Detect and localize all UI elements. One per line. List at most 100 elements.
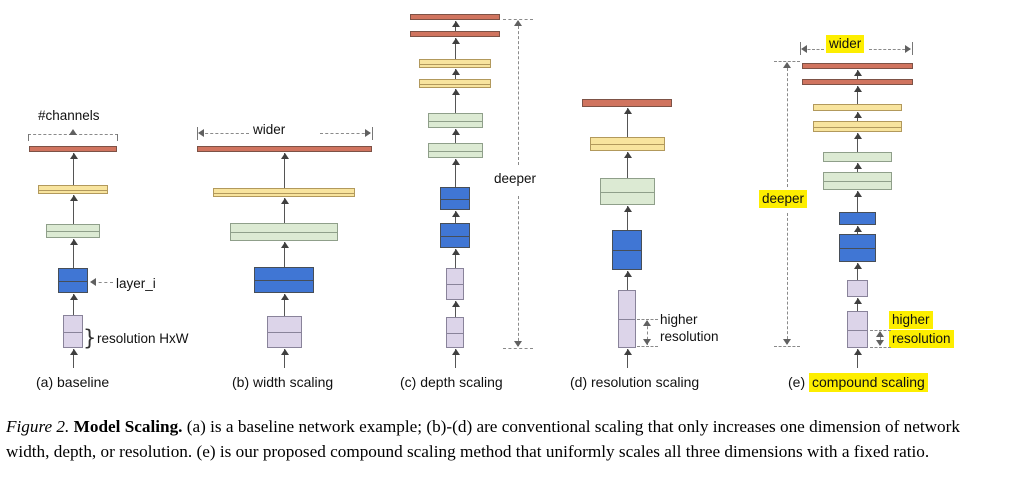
flow-arrow-line [455, 249, 456, 268]
subfigure-caption-b: (b) width scaling [232, 374, 333, 390]
deeper-label-e: deeper [759, 190, 808, 208]
wider-b-tick-r [372, 127, 373, 140]
flow-arrow-line [455, 301, 456, 317]
layer-seam [427, 120, 483, 122]
yellow-layer-box [812, 121, 902, 132]
flow-arrowhead [623, 271, 632, 277]
deeper-e-arrow-bottom [783, 339, 791, 345]
figure-number: Figure 2. [6, 417, 70, 436]
flow-arrow-line [73, 349, 74, 368]
wider-label-b: wider [253, 122, 286, 137]
flow-arrowhead [623, 349, 632, 355]
deeper-c-vdash-top [518, 21, 519, 165]
layer-seam [822, 181, 892, 182]
flow-arrow-line [284, 349, 285, 368]
purple-layer-box [846, 311, 868, 348]
red-layer-box [29, 146, 117, 152]
higher-e-vdash [880, 332, 881, 345]
flow-arrowhead [69, 153, 78, 159]
subfigure-caption-text: (c) depth scaling [400, 374, 503, 390]
flow-arrow-line [627, 206, 628, 230]
deeper-e-ref-bottom [774, 346, 800, 347]
caption-line-2: width, depth, or resolution. (e) is our … [6, 442, 930, 461]
resolution-hxw-label: resolution HxW [97, 331, 189, 346]
channels-bracket-arrow [69, 129, 77, 135]
layer-seam [38, 189, 108, 191]
green-layer-box [822, 172, 892, 190]
layer-seam [440, 198, 470, 200]
resolution-brace: } [83, 326, 97, 350]
green-layer-box [230, 223, 338, 241]
purple-layer-box [846, 280, 868, 297]
flow-arrowhead [853, 263, 862, 269]
flow-arrowhead [853, 349, 862, 355]
blue-layer-box [58, 268, 88, 293]
blue-layer-box [254, 267, 314, 293]
resolution-label-e: resolution [889, 330, 954, 348]
subfigure-caption-text: (b) width scaling [232, 374, 334, 390]
flow-arrow-line [73, 195, 74, 224]
wider-e-arrow-r [905, 45, 911, 53]
flow-arrowhead [451, 69, 460, 75]
green-layer-box [822, 152, 892, 162]
layer-i-label: layer_i [116, 276, 156, 291]
flow-arrow-line [455, 159, 456, 187]
red-layer-box [410, 31, 500, 37]
higher-e-ref-bottom [870, 347, 891, 348]
layer-seam [440, 235, 470, 237]
layer-seam [266, 332, 302, 333]
flow-arrowhead [853, 70, 862, 76]
flow-arrowhead [69, 239, 78, 245]
layer-seam [427, 150, 483, 152]
deeper-e-ref-top [774, 61, 800, 62]
flow-arrow-line [455, 349, 456, 368]
layer-seam [589, 144, 665, 145]
flow-arrowhead [451, 349, 460, 355]
red-layer-box [801, 79, 913, 85]
flow-arrow-line [627, 271, 628, 290]
layer-seam [419, 63, 491, 65]
flow-arrowhead [69, 195, 78, 201]
flow-arrow-line [73, 294, 74, 315]
flow-arrow-line [627, 152, 628, 178]
layer-seam [446, 284, 464, 285]
flow-arrowhead [853, 191, 862, 197]
higher-d-vdash [647, 321, 648, 345]
wider-e-dash-r [869, 49, 910, 50]
green-layer-box [427, 143, 483, 158]
layer-seam [812, 126, 902, 128]
deeper-e-arrow-top [783, 62, 791, 68]
higher-e-arrow-bottom [876, 340, 884, 346]
wider-e-dash-l [803, 49, 824, 50]
flow-arrowhead [451, 129, 460, 135]
figure-title: Model Scaling. [73, 417, 183, 436]
flow-arrowhead [451, 38, 460, 44]
flow-arrowhead [280, 198, 289, 204]
red-layer-box [410, 14, 500, 20]
flow-arrow-line [73, 239, 74, 268]
flow-arrowhead [280, 153, 289, 159]
layer-seam [838, 248, 876, 249]
flow-arrowhead [69, 349, 78, 355]
higher-d-ref-bottom [637, 346, 658, 347]
red-layer-box [582, 99, 672, 107]
flow-arrow-line [857, 86, 858, 104]
layer-seam [58, 280, 88, 282]
flow-arrowhead [623, 152, 632, 158]
blue-layer-box [440, 223, 470, 248]
flow-arrowhead [280, 294, 289, 300]
subfigure-caption-d: (d) resolution scaling [570, 374, 699, 390]
layer-seam [419, 83, 491, 85]
flow-arrow-line [627, 349, 628, 368]
green-layer-box [46, 224, 100, 238]
flow-arrow-line [857, 133, 858, 152]
caption-line-1: Figure 2. Model Scaling. (a) is a baseli… [6, 414, 1016, 439]
flow-arrowhead [853, 163, 862, 169]
green-layer-box [599, 178, 655, 205]
flow-arrowhead [623, 206, 632, 212]
blue-layer-box [612, 230, 642, 270]
subfigure-caption-text: (e) [788, 374, 809, 390]
flow-arrowhead [853, 86, 862, 92]
higher-label-d: higher [660, 312, 698, 327]
higher-e-arrow-top [876, 331, 884, 337]
